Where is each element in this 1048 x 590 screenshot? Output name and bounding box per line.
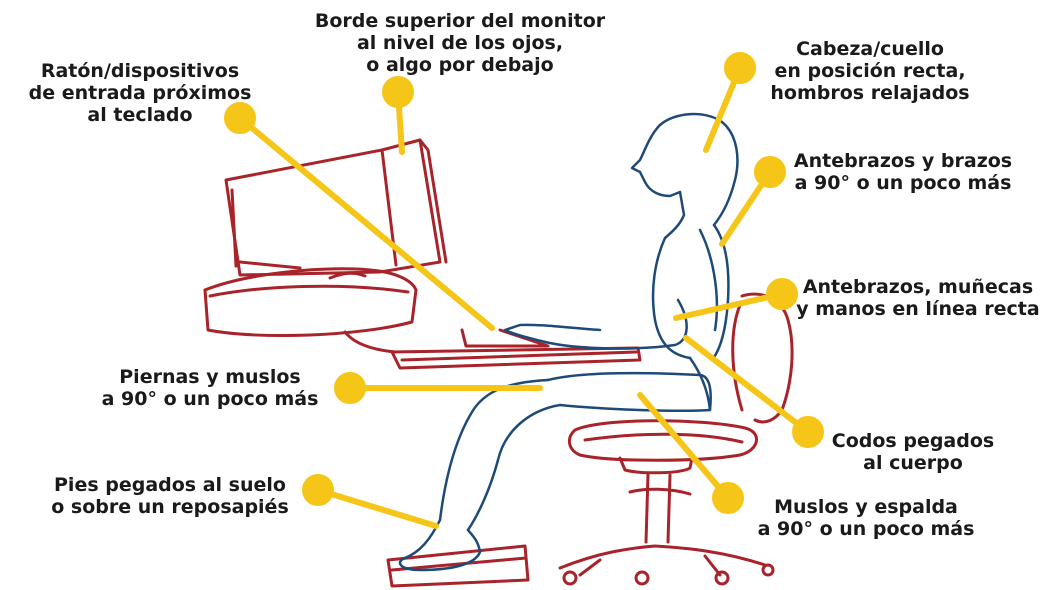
callout-feet-line-2: o sobre un reposapiés: [30, 496, 310, 518]
callout-mouse-text: Ratón/dispositivos de entrada próximos a…: [20, 60, 260, 126]
callout-arms-text: Antebrazos y brazos a 90° o un poco más: [772, 150, 1034, 194]
pointer-mouse: [227, 105, 492, 328]
monitor-drawing: [226, 140, 446, 275]
furniture-sketch: [205, 140, 792, 586]
callout-head-line-3: hombros relajados: [752, 82, 988, 104]
callout-head-line-1: Cabeza/cuello: [752, 38, 988, 60]
callout-arms-line-1: Antebrazos y brazos: [772, 150, 1034, 172]
callout-elbows-text: Codos pegados al cuerpo: [818, 430, 1008, 474]
callout-thighs-line-1: Muslos y espalda: [740, 496, 992, 518]
callout-feet-line-1: Pies pegados al suelo: [30, 474, 310, 496]
callout-legs-line-1: Piernas y muslos: [80, 366, 340, 388]
callout-arms-line-2: a 90° o un poco más: [772, 172, 1034, 194]
callout-mouse-line-3: al teclado: [20, 104, 260, 126]
callout-monitor-line-1: Borde superior del monitor: [305, 10, 615, 32]
callout-head-line-2: en posición recta,: [752, 60, 988, 82]
callout-elbows-line-2: al cuerpo: [818, 452, 1008, 474]
callout-monitor-text: Borde superior del monitor al nivel de l…: [305, 10, 615, 76]
pointer-wrists: [676, 281, 795, 318]
callout-monitor-line-3: o algo por debajo: [305, 54, 615, 76]
pointer-feet: [305, 477, 436, 526]
computer-base-drawing: [205, 269, 416, 336]
pointer-legs: [337, 375, 540, 401]
callout-thighs-line-2: a 90° o un poco más: [740, 518, 992, 540]
callout-elbows-line-1: Codos pegados: [818, 430, 1008, 452]
callout-legs-line-2: a 90° o un poco más: [80, 388, 340, 410]
pointer-head: [706, 55, 753, 150]
callout-monitor-line-2: al nivel de los ojos,: [305, 32, 615, 54]
callout-head-text: Cabeza/cuello en posición recta, hombros…: [752, 38, 988, 104]
pointer-monitor: [385, 79, 411, 152]
callout-wrists-line-1: Antebrazos, muñecas: [790, 276, 1046, 298]
callout-mouse-line-2: de entrada próximos: [20, 82, 260, 104]
callout-feet-text: Pies pegados al suelo o sobre un reposap…: [30, 474, 310, 518]
callout-thighs-text: Muslos y espalda a 90° o un poco más: [740, 496, 992, 540]
callout-wrists-text: Antebrazos, muñecas y manos en línea rec…: [790, 276, 1046, 320]
callout-mouse-line-1: Ratón/dispositivos: [20, 60, 260, 82]
callout-legs-text: Piernas y muslos a 90° o un poco más: [80, 366, 340, 410]
callout-wrists-line-2: y manos en línea recta: [790, 298, 1046, 320]
